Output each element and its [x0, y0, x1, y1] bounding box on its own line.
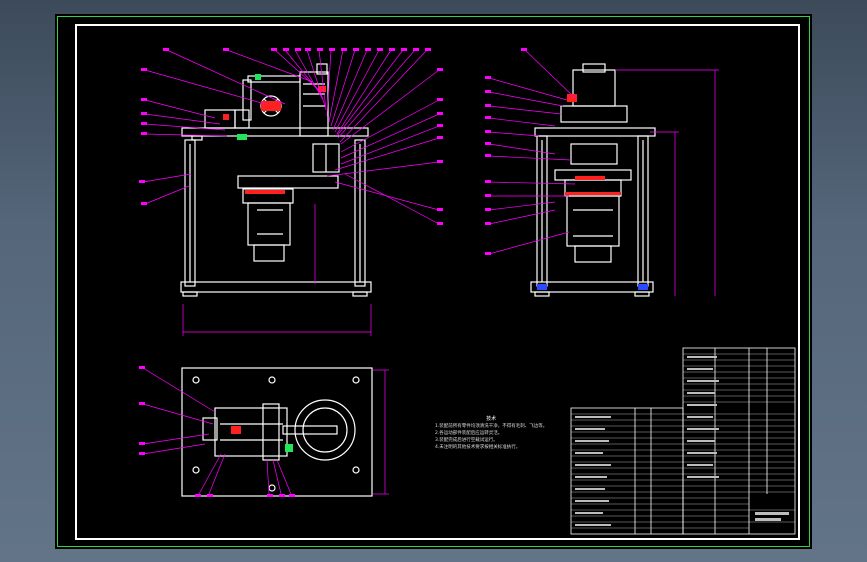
parts-list-text [575, 356, 789, 526]
note-line: 3.装配完成后进行空载试运行。 [435, 438, 498, 443]
sheet-border-inner [75, 24, 800, 540]
cad-drawing [139, 48, 796, 535]
notes-title: 技术 [486, 416, 497, 422]
top-view [181, 367, 373, 497]
note-line: 2.各运动部件装配后应运转灵活。 [435, 431, 503, 436]
technical-notes: 技术 1.装配前所有零件均须清洗干净，不得有毛刺、飞边等。 2.各运动部件装配后… [435, 416, 547, 451]
front-view [180, 63, 372, 297]
highlight-marks [223, 74, 648, 452]
note-line: 1.装配前所有零件均须清洗干净，不得有毛刺、飞边等。 [435, 424, 548, 429]
sheet-border-outer [57, 16, 810, 547]
drawing-sheet: 技术 1.装配前所有零件均须清洗干净，不得有毛刺、飞边等。 2.各运动部件装配后… [55, 14, 812, 549]
part-number-labels [139, 48, 527, 497]
parts-list-rows [571, 353, 795, 529]
note-line: 4.未注明的其他技术要求按相关标准执行。 [435, 445, 521, 450]
dimension-lines [142, 49, 719, 495]
